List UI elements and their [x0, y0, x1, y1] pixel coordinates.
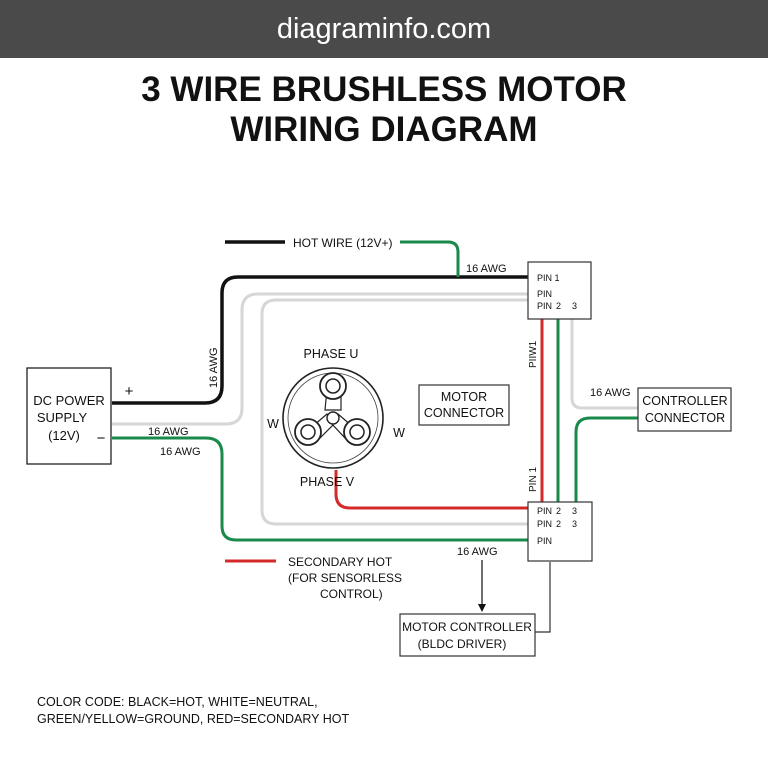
page-title: 3 WIRE BRUSHLESS MOTOR WIRING DIAGRAM: [0, 70, 768, 150]
neutral-wire-loop: [260, 298, 528, 526]
motor-hub: [326, 411, 340, 425]
hot-wire: [112, 275, 528, 405]
motor-controller-box: [399, 613, 536, 657]
motor-controller-line-2: (BLDC DRIVER): [418, 637, 507, 651]
top-connector-row-2: PIN: [537, 289, 552, 299]
top-connector: [527, 261, 592, 320]
controller-lead: [535, 562, 551, 633]
hot-wire-legend-label: HOT WIRE (12V+): [293, 236, 392, 250]
neutral-awg-label: 16 AWG: [148, 426, 189, 438]
vertical-pin-lower-label: PIN 1: [528, 467, 539, 492]
neutral-wire-outer: [112, 292, 528, 426]
top-connector-row-3-pin2: 2: [556, 301, 561, 311]
color-code-line-2: GREEN/YELLOW=GROUND, RED=SECONDARY HOT: [37, 712, 350, 726]
color-code-line-1: COLOR CODE: BLACK=HOT, WHITE=NEUTRAL,: [37, 695, 318, 709]
motor-connector-line-1: MOTOR: [441, 390, 487, 404]
minus-terminal-label: −: [97, 430, 106, 447]
bottom-connector-row-2-pin2: 2: [556, 519, 561, 529]
ground-wire-controller: [574, 416, 638, 502]
title-line-1: 3 WIRE BRUSHLESS MOTOR: [141, 70, 627, 109]
bottom-connector-row-1-pin2: 2: [556, 506, 561, 516]
ground-wire: [112, 436, 528, 542]
secondary-legend-line-2: (FOR SENSORLESS: [288, 571, 402, 585]
bottom-connector-row-2-pin3: 3: [572, 519, 577, 529]
phase-w-right-label: W: [393, 426, 405, 440]
power-supply-line-2: SUPPLY: [37, 410, 88, 425]
top-connector-row-1: PIN 1: [537, 273, 560, 283]
title-line-2: WIRING DIAGRAM: [230, 110, 538, 149]
motor-connector-box: [418, 384, 510, 426]
bottom-connector: [527, 501, 593, 562]
motor-winding-w-inner: [300, 424, 316, 440]
secondary-hot-phase-v: [334, 470, 528, 510]
bottom-connector-row-1-pin: PIN: [537, 506, 552, 516]
neutral-wire-controller: [570, 318, 638, 410]
dc-power-supply: [26, 367, 112, 465]
legend-hot-green-line: [400, 240, 460, 277]
motor-controller-line-1: MOTOR CONTROLLER: [402, 620, 532, 634]
controller-awg-label: 16 AWG: [590, 387, 631, 399]
site-name: diagraminfo.com: [276, 12, 492, 45]
power-supply-line-1: DC POWER: [33, 393, 105, 408]
vertical-awg-label: 16 AWG: [208, 347, 220, 388]
top-connector-row-3-pin: PIN: [537, 301, 552, 311]
motor-winding-u-inner: [325, 378, 341, 394]
bottom-connector-row-2-pin: PIN: [537, 519, 552, 529]
bottom-awg-label: 16 AWG: [457, 546, 498, 558]
controller-arrow-head: [478, 604, 486, 612]
power-supply-line-3: (12V): [48, 428, 80, 443]
motor-winding-v-inner: [349, 424, 365, 440]
phase-v-label: PHASE V: [300, 475, 355, 489]
controller-connector-line-1: CONTROLLER: [642, 394, 727, 408]
phase-u-label: PHASE U: [304, 347, 359, 361]
site-banner: diagraminfo.com: [0, 0, 768, 58]
ground-awg-label: 16 AWG: [160, 446, 201, 458]
controller-connector-line-2: CONNECTOR: [645, 411, 725, 425]
motor-connector-line-2: CONNECTOR: [424, 406, 504, 420]
top-awg-label: 16 AWG: [466, 263, 507, 275]
plus-terminal-label: +: [125, 383, 134, 400]
bottom-connector-row-1-pin3: 3: [572, 506, 577, 516]
bottom-connector-row-3-pin: PIN: [537, 536, 552, 546]
top-connector-row-3-pin3: 3: [572, 301, 577, 311]
color-code-note: COLOR CODE: BLACK=HOT, WHITE=NEUTRAL, GR…: [37, 694, 349, 728]
phase-w-left-label: W: [267, 417, 279, 431]
secondary-legend-line-1: SECONDARY HOT: [288, 555, 393, 569]
vertical-pin-upper-label: PIIW1: [528, 340, 539, 368]
secondary-legend-line-3: CONTROL): [320, 587, 383, 601]
controller-connector-box: [637, 387, 732, 432]
